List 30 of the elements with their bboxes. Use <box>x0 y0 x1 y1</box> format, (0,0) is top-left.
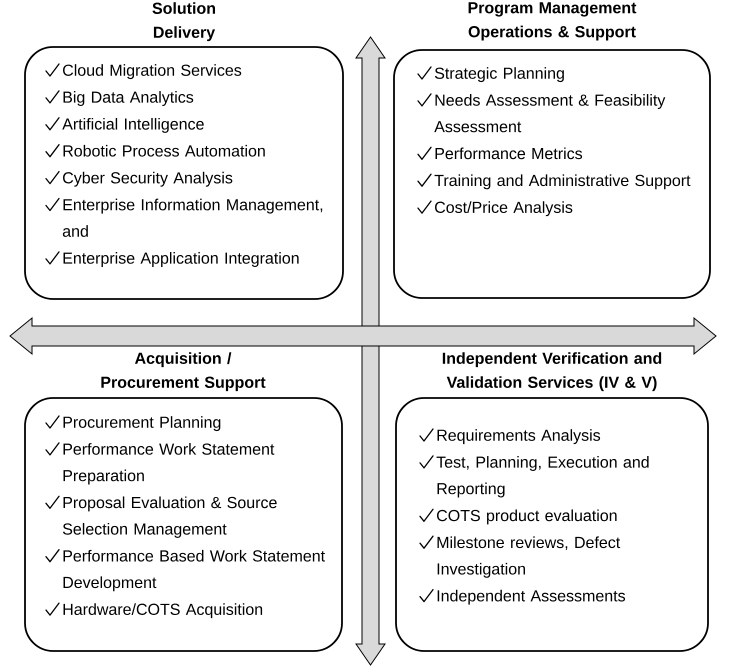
node-label: Enterprise Information Management, and <box>62 198 322 237</box>
checklist-box: Requirements Analysis Test, Planning, Execution and Reporting COTS product evaluation Milestone reviews, Defect Investigation Independent Assessments <box>395 397 709 652</box>
node-label: Artificial Intelligence <box>62 118 204 133</box>
node-label: Training and Administrative Support <box>434 174 690 190</box>
node-label: Big Data Analytics <box>64 91 194 106</box>
node-label: Performance Work Statement Preparation <box>64 443 274 484</box>
node-label: Requirements Analysis <box>438 429 600 444</box>
heading: Solution Delivery <box>152 2 216 42</box>
node-label: Performance Based Work Statement Development <box>64 550 325 592</box>
heading: Program Management Operations & Support <box>468 2 636 41</box>
node-label: Cloud Migration Services <box>63 64 242 80</box>
node-label: Performance Metrics <box>436 147 582 160</box>
checklist-box: Procurement Planning Performance Work Statement Preparation Proposal Evaluation & Source Selection Management Performance Based Work Statement Development Hardware/COTS Acquisition <box>24 397 343 652</box>
node-label: Test, Planning, Execution and Reporting <box>436 456 649 498</box>
checklist-box: Strategic Planning Needs Assessment & Feasibility Assessment Performance Metrics Training and Administrative Support Cost/Price Analysis <box>393 49 711 299</box>
node-label: COTS product evaluation <box>437 509 617 524</box>
node-label: Hardware/COTS Acquisition <box>64 603 262 618</box>
node-label: Cost/Price Analysis <box>435 201 572 216</box>
node-label: Milestone reviews, Defect Investigation <box>438 536 620 578</box>
node-label: Independent Assessments <box>438 590 626 605</box>
checklist-box: Cloud Migration Services Big Data Analytics Artificial Intelligence Robotic Process Automation Cyber Security Analysis Enterprise Information Management, and Enterprise Application Integration <box>24 46 344 300</box>
node-label: Enterprise Application Integration <box>64 252 299 267</box>
node-label: Strategic Planning <box>434 67 564 82</box>
heading: Independent Verification and Validation Services (IV & V) <box>442 352 662 392</box>
node-label: Cyber Security Analysis <box>63 172 232 187</box>
node-label: Robotic Process Automation <box>64 144 265 157</box>
node-label: Needs Assessment & Feasibility Assessment <box>434 94 666 132</box>
node-label: Proposal Evaluation & Source Selection Management <box>62 496 277 538</box>
node-label: Procurement Planning <box>64 416 220 432</box>
heading: Acquisition / Procurement Support <box>101 352 266 392</box>
